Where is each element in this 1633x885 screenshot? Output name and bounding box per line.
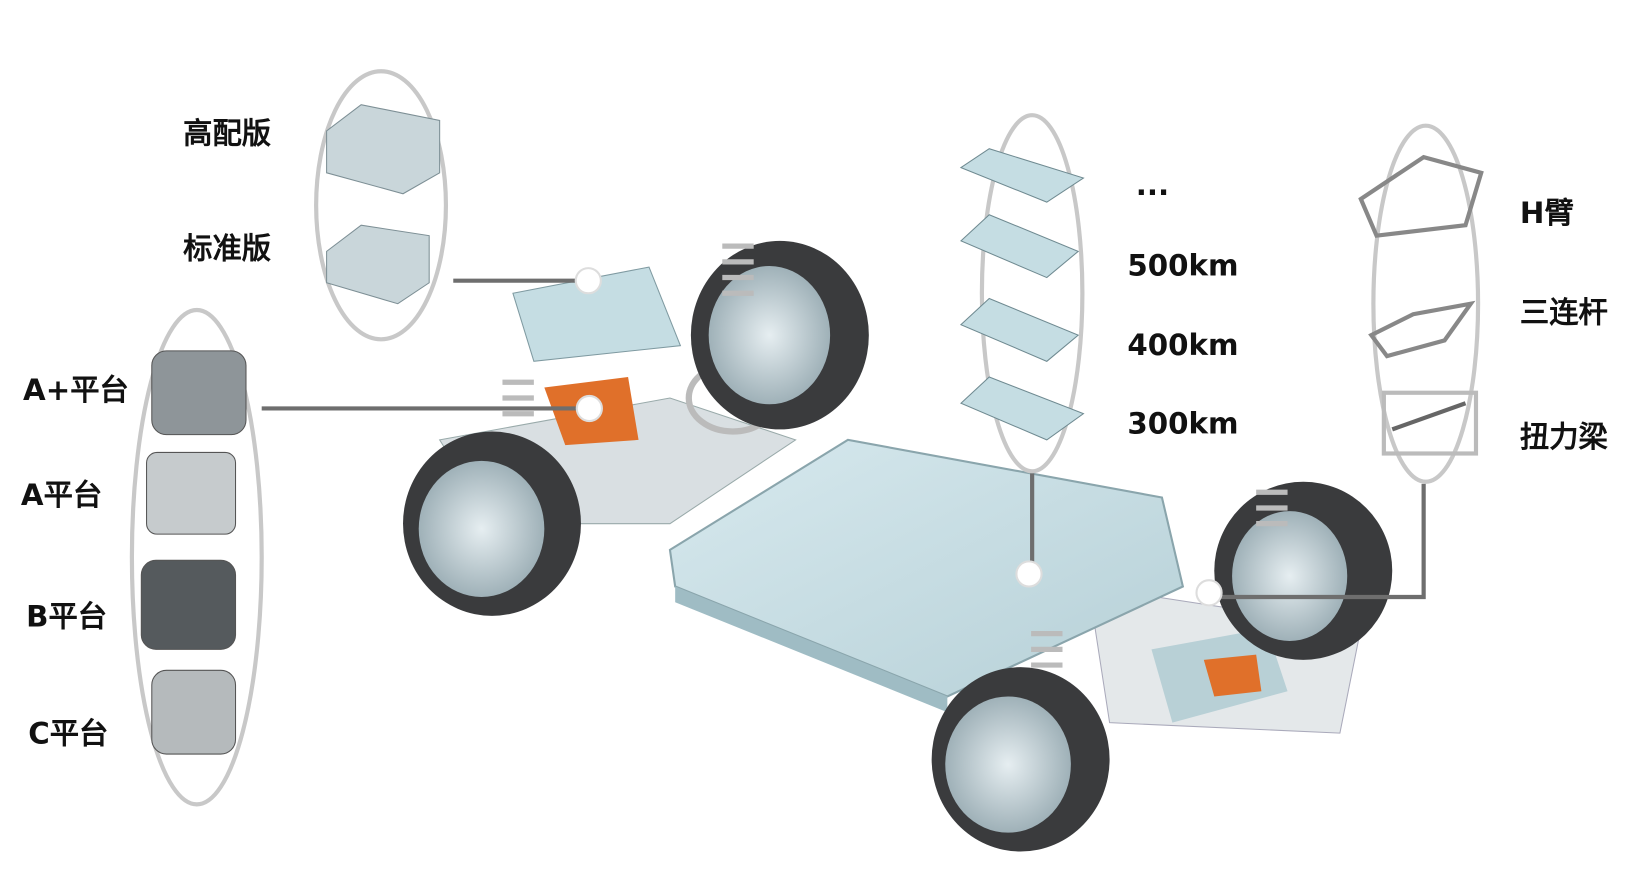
motor-thumbnails: [140, 350, 247, 755]
connector-lines: [261, 278, 1426, 600]
battery-range-label: 400km: [1127, 328, 1238, 362]
wheel-rear-left: [931, 667, 1110, 852]
battery-range-label: 500km: [1127, 248, 1238, 282]
wheel-front-left: [403, 431, 581, 616]
wheel-rear-right: [1214, 481, 1393, 660]
motor-platform-label: A平台: [21, 478, 102, 512]
motor-platform-label: C平台: [28, 717, 108, 751]
motor-platform-label: B平台: [26, 599, 107, 633]
suspension-label: 三连杆: [1520, 296, 1608, 330]
motor-platform-label: A+平台: [23, 373, 129, 407]
suspension-label: H臂: [1520, 196, 1574, 230]
suspension-label: 扭力梁: [1520, 420, 1609, 454]
motor-options-ellipse: [129, 307, 264, 807]
springs: [502, 243, 1288, 668]
battery-options-ellipse: [979, 113, 1085, 474]
suspension-thumbnails: [1358, 154, 1484, 456]
controller-standard-label: 标准版: [183, 232, 272, 266]
battery-thumbnails: [959, 148, 1085, 441]
controller-high-label: 高配版: [183, 116, 272, 150]
battery-range-label: ...: [1136, 168, 1169, 202]
controller-thumbnails: [326, 104, 441, 305]
suspension-options-ellipse: [1371, 123, 1481, 484]
controller-options-ellipse: [314, 69, 449, 342]
battery-range-label: 300km: [1127, 407, 1238, 441]
wheel-front-right: [690, 240, 869, 430]
connector-dots: [574, 267, 1223, 607]
